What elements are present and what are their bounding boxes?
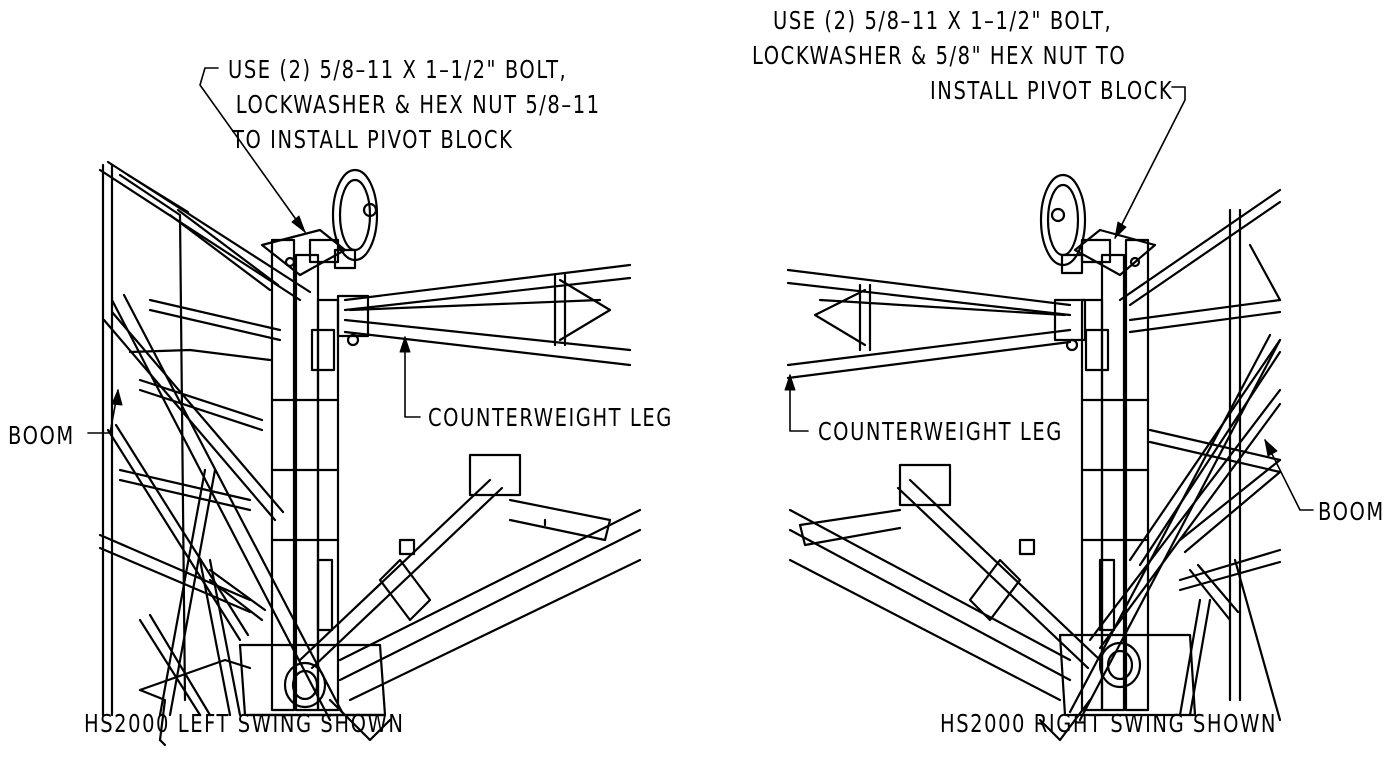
right-bolt-arrow xyxy=(1114,221,1127,239)
left-base-assembly xyxy=(208,568,392,742)
right-mast xyxy=(1080,238,1150,712)
left-hose xyxy=(128,348,272,362)
left-bolt-callout-line-3: TO INSTALL PIVOT BLOCK xyxy=(232,125,514,154)
left-hose-handle xyxy=(138,658,252,747)
left-boom xyxy=(110,293,344,722)
right-truss-frame xyxy=(1088,188,1282,722)
left-caption: HS2000 LEFT SWING SHOWN xyxy=(84,709,405,738)
right-counterweight-leg xyxy=(786,268,1087,380)
right-bolt-callout-line-2: LOCKWASHER & 5/8" HEX NUT TO xyxy=(752,41,1127,70)
left-counterweight-leg xyxy=(336,263,632,367)
left-boom-label: BOOM xyxy=(8,421,75,450)
left-swing-assembly xyxy=(87,67,642,747)
right-bolt-leader xyxy=(1114,86,1186,239)
left-counterweight-label: COUNTERWEIGHT LEG xyxy=(428,403,673,432)
left-bolt-callout-line-2: LOCKWASHER & HEX NUT 5/8–11 xyxy=(228,90,601,119)
left-bolt-callout-line-1: USE (2) 5/8–11 X 1–1/2" BOLT, xyxy=(228,55,568,84)
right-bolt-callout-line-1: USE (2) 5/8–11 X 1–1/2" BOLT, xyxy=(773,6,1113,35)
left-pivot-block xyxy=(260,168,379,277)
left-bolt-arrow xyxy=(291,215,306,233)
left-counterweight-leader xyxy=(404,336,421,418)
right-base-assembly xyxy=(1038,563,1240,742)
left-counterweight-arrow xyxy=(399,336,411,353)
right-boom xyxy=(1068,333,1282,722)
right-counterweight-leader xyxy=(789,374,809,432)
left-boom-arrow xyxy=(111,389,123,406)
right-counterweight-arrow xyxy=(784,374,796,391)
left-truss-frame xyxy=(98,160,312,717)
left-bolt-leader xyxy=(199,67,306,233)
right-hydraulic-cylinder xyxy=(896,463,1102,670)
right-bolt-callout-line-3: INSTALL PIVOT BLOCK xyxy=(930,76,1174,105)
right-caption: HS2000 RIGHT SWING SHOWN xyxy=(940,709,1278,738)
right-counterweight-label: COUNTERWEIGHT LEG xyxy=(818,417,1063,446)
right-boom-arrow xyxy=(1264,439,1278,457)
right-pivot-block xyxy=(1039,173,1157,277)
right-boom-label: BOOM xyxy=(1318,497,1385,526)
right-boom-leader xyxy=(1264,439,1314,511)
left-hydraulic-cylinder xyxy=(298,453,522,670)
right-main-beam xyxy=(788,508,1072,702)
right-swing-assembly xyxy=(784,86,1314,742)
left-main-beam xyxy=(338,498,642,702)
